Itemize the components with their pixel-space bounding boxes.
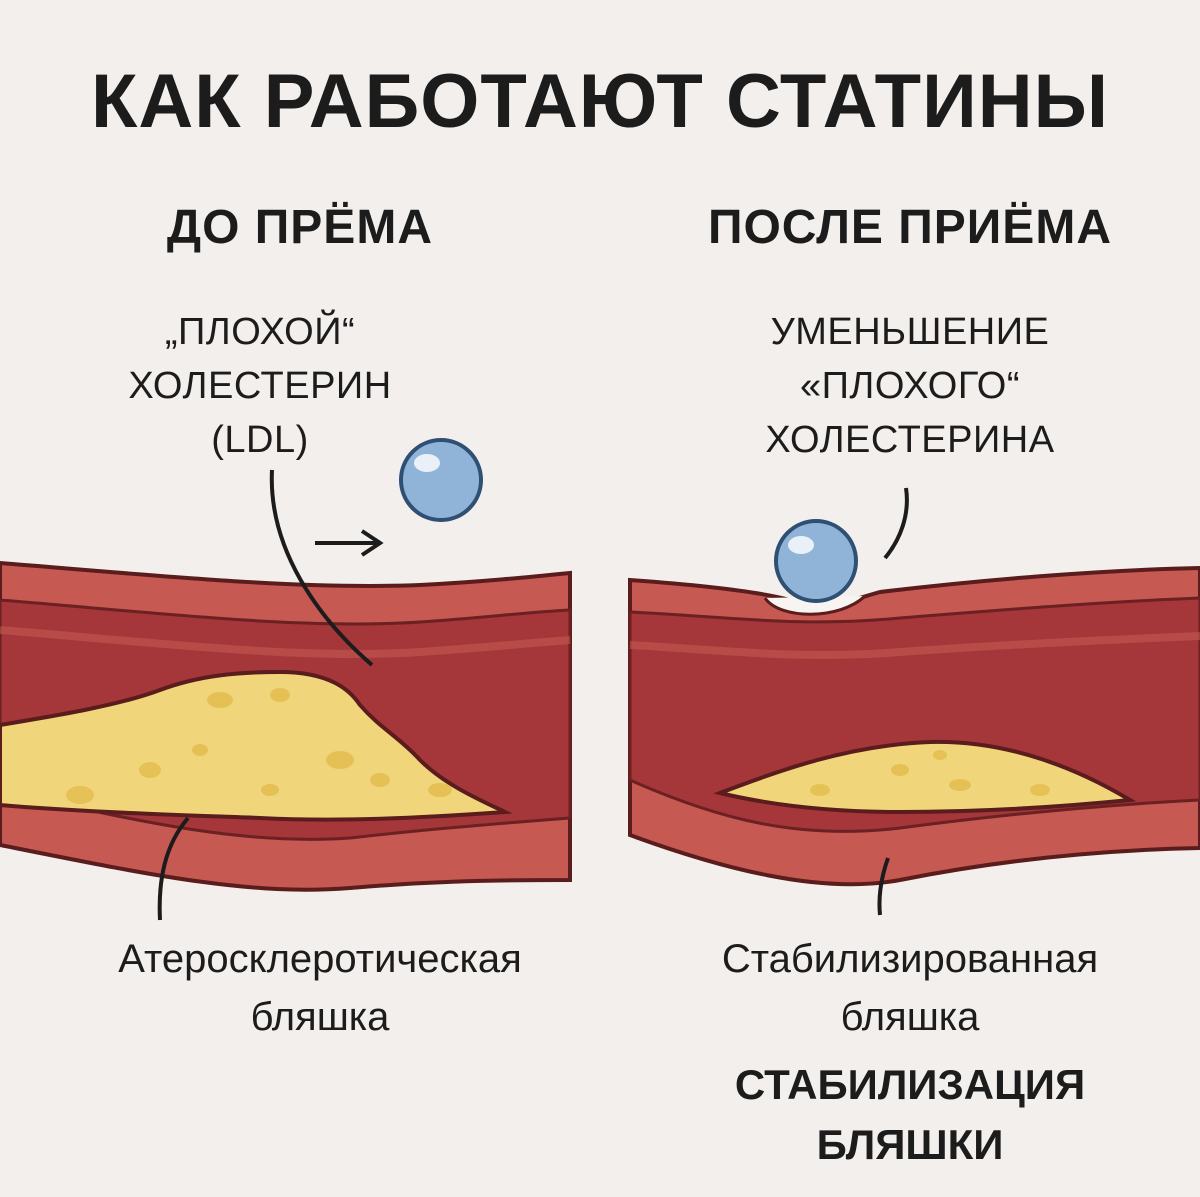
ldl-particle-icon — [399, 438, 483, 522]
caption-line: бляшка — [840, 995, 980, 1039]
leader-line-plaque-after — [877, 857, 890, 916]
leader-line-reduction — [883, 487, 909, 560]
plaque-before-caption: Атеросклеротическая бляшка — [40, 930, 600, 1046]
reduction-label-line: ХОЛЕСТЕРИНА — [765, 419, 1055, 461]
leader-line-plaque-before — [157, 816, 190, 921]
after-heading: ПОСЛЕ ПРИЁМА — [707, 201, 1113, 254]
result-line: БЛЯШКИ — [816, 1121, 1004, 1168]
ldl-particle-icon — [774, 519, 858, 603]
plaque-after-caption: Стабилизированная бляшка — [640, 930, 1180, 1046]
caption-line: Стабилизированная — [721, 937, 1099, 981]
arrow-right-icon — [315, 529, 384, 557]
vessel-after — [628, 565, 1200, 887]
vessel-before — [0, 560, 572, 892]
wall-dent — [763, 594, 867, 616]
result-line: СТАБИЛИЗАЦИЯ — [734, 1061, 1086, 1108]
caption-line: Атеросклеротическая — [118, 937, 522, 981]
ldl-label-line: „ПЛОХОЙ“ — [164, 311, 356, 353]
reduction-label: УМЕНЬШЕНИЕ «ПЛОХОГО“ ХОЛЕСТЕРИНА — [700, 305, 1120, 467]
page-title: КАК РАБОТАЮТ СТАТИНЫ — [90, 59, 1110, 144]
reduction-label-line: «ПЛОХОГО“ — [799, 365, 1021, 407]
stabilization-result: СТАБИЛИЗАЦИЯ БЛЯШКИ — [640, 1055, 1180, 1175]
caption-line: бляшка — [250, 995, 390, 1039]
ldl-label: „ПЛОХОЙ“ ХОЛЕСТЕРИН (LDL) — [90, 305, 430, 467]
reduction-label-line: УМЕНЬШЕНИЕ — [770, 311, 1050, 353]
ldl-label-line: (LDL) — [211, 419, 309, 461]
leader-line-ldl — [269, 469, 374, 667]
before-heading: ДО ПРЁМА — [166, 201, 434, 254]
ldl-label-line: ХОЛЕСТЕРИН — [128, 365, 392, 407]
